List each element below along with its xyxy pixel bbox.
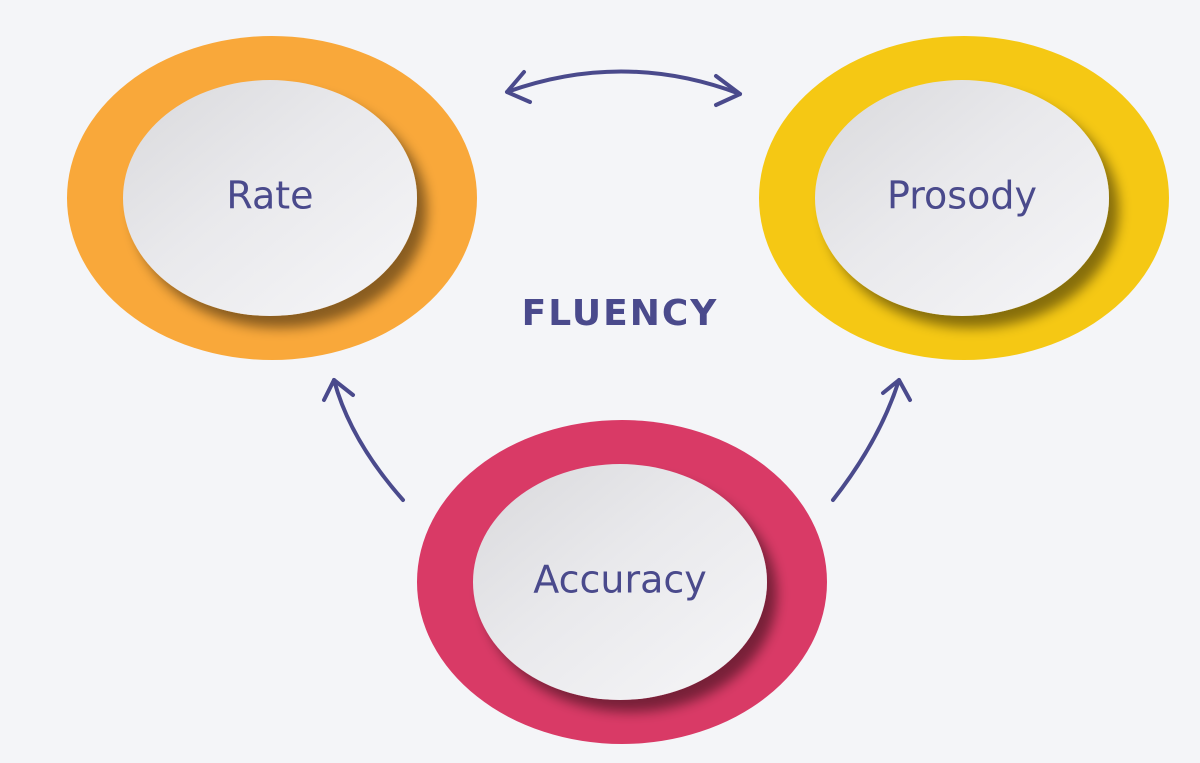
center-label: FLUENCY xyxy=(522,293,719,334)
node-accuracy: Accuracy xyxy=(417,420,827,744)
prosody-disc xyxy=(815,80,1109,316)
node-prosody: Prosody xyxy=(759,36,1169,360)
arrow-rate-prosody xyxy=(505,69,742,107)
arrow-accuracy-rate xyxy=(322,378,405,502)
prosody-label: Prosody xyxy=(887,174,1037,218)
arrow-accuracy-prosody xyxy=(831,378,912,502)
accuracy-disc xyxy=(473,464,767,700)
rate-disc xyxy=(123,80,417,316)
node-rate: Rate xyxy=(67,36,477,360)
rate-label: Rate xyxy=(226,174,313,218)
accuracy-label: Accuracy xyxy=(533,558,707,602)
